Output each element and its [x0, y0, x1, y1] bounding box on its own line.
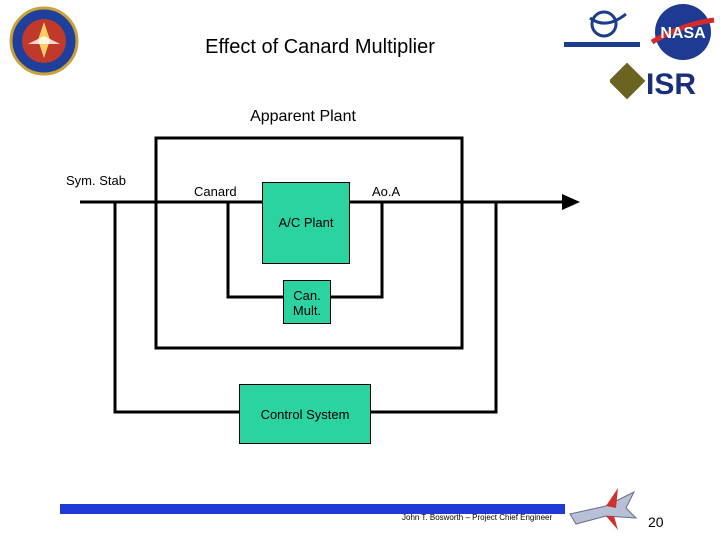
can-mult-label-line2: Mult. — [292, 303, 322, 318]
isr-logo: ISR — [608, 62, 710, 101]
footer-author: John T. Bosworth – Project Chief Enginee… — [402, 513, 553, 522]
boeing-logo — [562, 8, 642, 52]
jet-icon — [566, 484, 638, 534]
feedback-line-left — [113, 202, 240, 414]
page-title: Effect of Canard Multiplier — [205, 36, 435, 58]
mission-patch-logo — [6, 6, 82, 76]
aoa-label: Ao.A — [372, 184, 401, 199]
footer-bar — [60, 504, 565, 514]
ac-plant-label: A/C Plant — [278, 215, 334, 230]
feedback-line-right — [370, 202, 498, 414]
can-mult-block: Can. Mult. — [283, 280, 331, 324]
can-mult-label-line1: Can. — [293, 288, 321, 303]
svg-text:NASA: NASA — [660, 25, 706, 42]
control-system-block: Control System — [239, 384, 371, 444]
ac-plant-block: A/C Plant — [262, 182, 350, 264]
canard-label: Canard — [194, 184, 237, 199]
sym-stab-label: Sym. Stab — [66, 173, 126, 188]
page-number: 20 — [648, 514, 664, 530]
apparent-plant-label: Apparent Plant — [250, 108, 356, 125]
svg-text:ISR: ISR — [646, 68, 696, 100]
apparent-plant-box — [154, 136, 464, 350]
nasa-logo: NASA — [648, 2, 718, 62]
control-system-label: Control System — [260, 407, 350, 422]
output-arrowhead — [562, 194, 580, 210]
